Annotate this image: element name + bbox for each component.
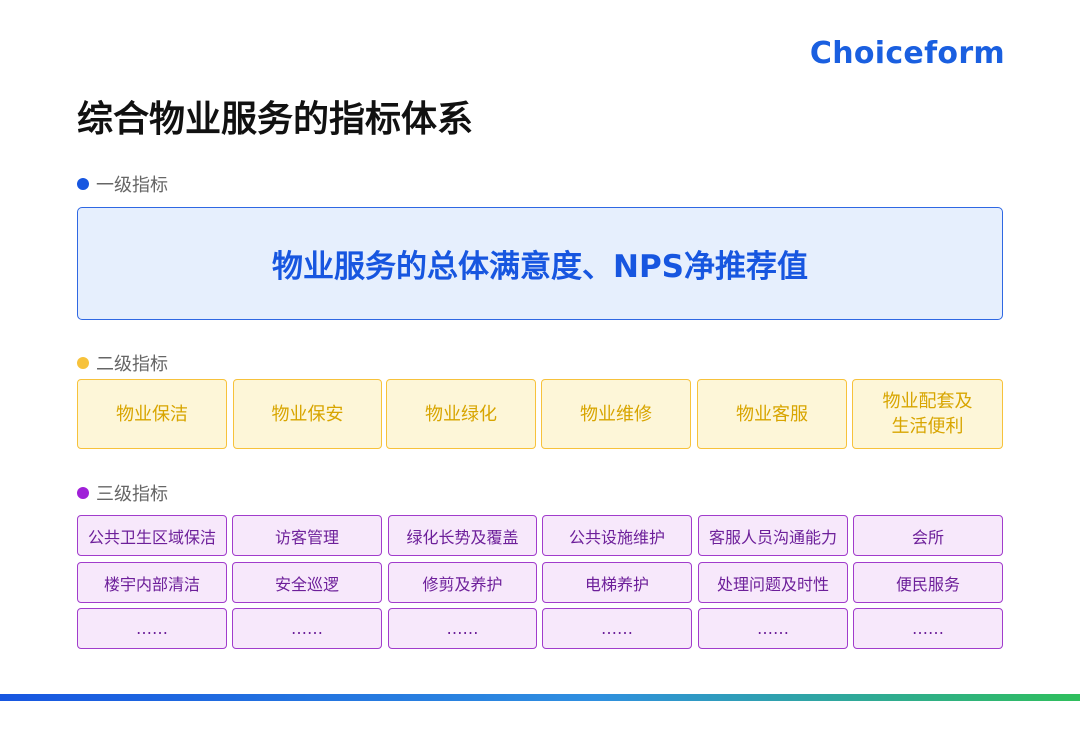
bottom-gradient-bar: [0, 694, 1080, 701]
level3-item-text: ……: [136, 619, 168, 638]
level3-item: 楼宇内部清洁: [77, 562, 227, 603]
level3-item-text: 访客管理: [274, 527, 339, 547]
level2-item-text: 物业保安: [271, 403, 344, 425]
level3-item-text: 客服人员沟通能力: [708, 527, 837, 547]
level3-item: ……: [388, 608, 537, 649]
level3-item-text: ……: [601, 619, 633, 638]
level1-dot-icon: [77, 178, 89, 190]
level3-item: 绿化长势及覆盖: [388, 515, 537, 556]
level2-section-label: 二级指标: [77, 350, 168, 376]
level2-item-text: 物业配套及生活便利: [882, 391, 973, 437]
level2-item: 物业保安: [233, 379, 382, 449]
level2-item: 物业维修: [541, 379, 691, 449]
level3-label: 三级指标: [96, 484, 168, 505]
level3-item: 会所: [853, 515, 1003, 556]
level3-item: ……: [77, 608, 227, 649]
level3-item-text: ……: [446, 619, 479, 638]
level3-item: 电梯养护: [542, 562, 692, 603]
level2-item-text: 物业绿化: [425, 403, 497, 425]
level3-dot-icon: [77, 487, 89, 499]
level2-item-text: 物业客服: [736, 403, 808, 425]
level2-item: 物业绿化: [386, 379, 536, 449]
level2-item-text: 物业保洁: [116, 403, 188, 425]
level3-item-text: 电梯养护: [584, 574, 649, 594]
page-title: 综合物业服务的指标体系: [77, 99, 474, 140]
level3-item-text: 处理问题及时性: [716, 574, 829, 594]
level3-item-text: 楼宇内部清洁: [103, 574, 200, 594]
level3-item: 处理问题及时性: [698, 562, 848, 603]
level2-dot-icon: [77, 357, 89, 369]
level3-item-text: 便民服务: [895, 574, 960, 594]
level1-indicator-text: 物业服务的总体满意度、NPS净推荐值: [272, 249, 808, 285]
level3-section-label: 三级指标: [77, 480, 168, 506]
level3-item: 便民服务: [853, 562, 1003, 603]
level2-item: 物业保洁: [77, 379, 227, 449]
level3-item-text: ……: [757, 619, 789, 638]
level3-item: 修剪及养护: [388, 562, 537, 603]
level3-item-text: 安全巡逻: [274, 574, 339, 594]
level3-item: ……: [698, 608, 848, 649]
level3-item-text: 绿化长势及覆盖: [406, 527, 519, 547]
level3-item-text: 公共设施维护: [568, 527, 665, 547]
level3-item: ……: [542, 608, 692, 649]
level3-item-text: 修剪及养护: [422, 574, 503, 594]
level3-item: 安全巡逻: [232, 562, 382, 603]
level2-label: 二级指标: [96, 354, 168, 375]
level3-item: 公共卫生区域保洁: [77, 515, 227, 556]
level3-item: 客服人员沟通能力: [698, 515, 848, 556]
level2-item-text: 物业维修: [580, 403, 652, 425]
level1-label: 一级指标: [96, 175, 168, 196]
level2-item: 物业配套及生活便利: [852, 379, 1003, 449]
level3-item: 访客管理: [232, 515, 382, 556]
level3-item: ……: [232, 608, 382, 649]
level3-item: ……: [853, 608, 1003, 649]
level3-item-text: ……: [291, 619, 323, 638]
level3-item-text: ……: [912, 619, 944, 638]
level1-indicator-box: 物业服务的总体满意度、NPS净推荐值: [77, 207, 1003, 320]
brand-logo: Choiceform: [809, 36, 1005, 71]
level3-item-text: 会所: [911, 527, 944, 547]
level2-item: 物业客服: [697, 379, 847, 449]
level3-item-text: 公共卫生区域保洁: [87, 527, 216, 547]
level1-section-label: 一级指标: [77, 171, 168, 197]
level3-item: 公共设施维护: [542, 515, 692, 556]
